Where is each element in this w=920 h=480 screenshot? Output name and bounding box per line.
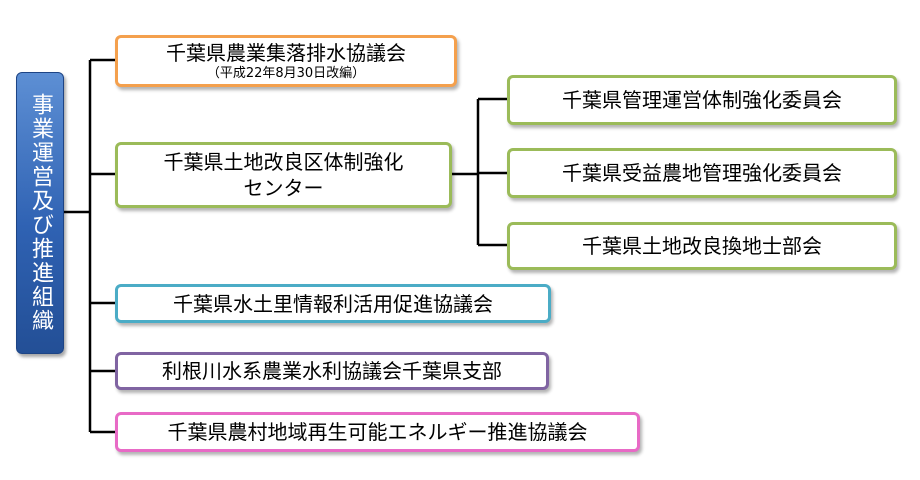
- node-water-info-council: 千葉県水土里情報利活用促進協議会: [115, 284, 551, 323]
- node-title: 千葉県水土里情報利活用促進協議会: [173, 291, 493, 316]
- node-title-line2: センター: [243, 176, 324, 200]
- subnode-title: 千葉県土地改良換地士部会: [582, 234, 822, 258]
- subnode-farmland-committee: 千葉県受益農地管理強化委員会: [507, 148, 897, 198]
- node-drainage-council: 千葉県農業集落排水協議会 （平成22年8月30日改編）: [115, 35, 457, 87]
- node-tone-river-council: 利根川水系農業水利協議会千葉県支部: [115, 352, 549, 390]
- node-renewable-energy-council: 千葉県農村地域再生可能エネルギー推進協議会: [115, 412, 640, 452]
- node-title: 千葉県農業集落排水協議会: [166, 41, 406, 65]
- subnode-title: 千葉県管理運営体制強化委員会: [562, 88, 842, 112]
- root-node: 事業運営及び推進組織: [16, 72, 64, 354]
- node-title: 利根川水系農業水利協議会千葉県支部: [162, 359, 502, 383]
- node-note: （平成22年8月30日改編）: [206, 66, 366, 81]
- node-title-line1: 千葉県土地改良区体制強化: [163, 150, 404, 174]
- node-title: 千葉県農村地域再生可能エネルギー推進協議会: [167, 420, 588, 444]
- root-label: 事業運営及び推進組織: [28, 93, 53, 333]
- subnode-replotting-section: 千葉県土地改良換地士部会: [507, 222, 897, 270]
- subnode-title: 千葉県受益農地管理強化委員会: [562, 161, 842, 185]
- node-land-improvement-center: 千葉県土地改良区体制強化 センター: [115, 142, 452, 208]
- subnode-management-committee: 千葉県管理運営体制強化委員会: [507, 75, 897, 125]
